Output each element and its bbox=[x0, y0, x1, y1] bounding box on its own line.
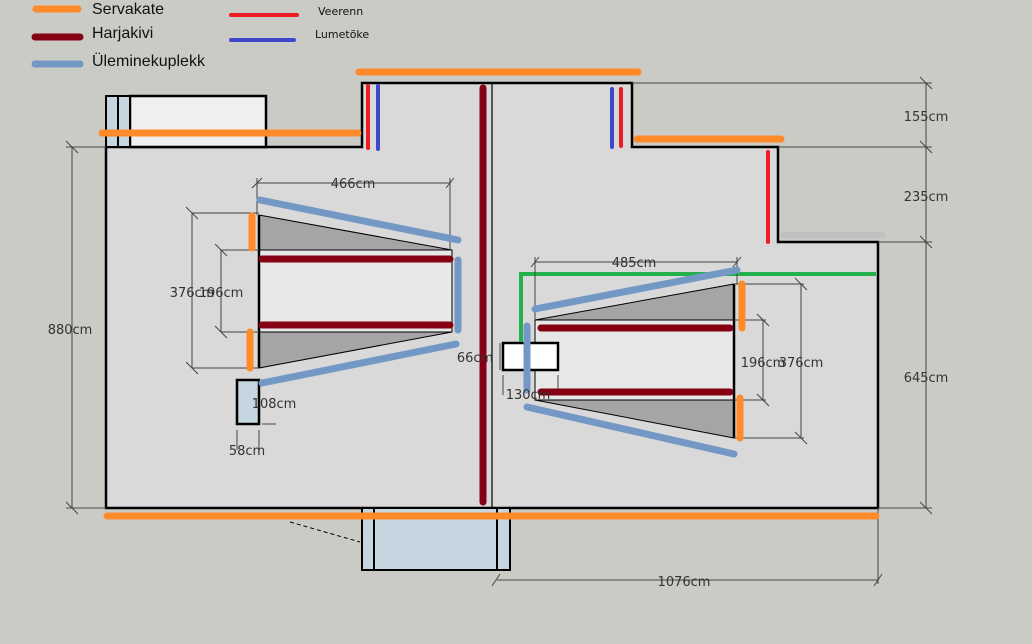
dim-right-bottom: 645cm bbox=[904, 371, 949, 386]
legend-label-servakate: Servakate bbox=[92, 1, 165, 18]
dim-left-dormer-outer: 376cm bbox=[170, 286, 215, 301]
legend-label-uleminekuplekk: Üleminekuplekk bbox=[92, 53, 205, 70]
servakate-lines bbox=[98, 68, 880, 520]
porch-dashed-line bbox=[289, 521, 361, 543]
green-line bbox=[519, 272, 876, 342]
veerenn-lines bbox=[366, 84, 770, 244]
legend-label-veerenn: Veerenn bbox=[318, 5, 364, 18]
dim-right-top: 155cm bbox=[904, 110, 949, 125]
dim-bottom-width: 1076cm bbox=[658, 575, 711, 590]
dim-right-dormer-width: 485cm bbox=[612, 256, 657, 271]
dim-skylight-width: 58cm bbox=[229, 444, 265, 459]
skylight bbox=[235, 378, 261, 426]
legend-swatches bbox=[31, 5, 299, 68]
harjakivi-lines bbox=[258, 84, 734, 506]
annex-window-2 bbox=[117, 95, 131, 148]
dim-left-dormer-width: 466cm bbox=[331, 177, 376, 192]
dim-left-height: 880cm bbox=[48, 323, 93, 338]
right-dormer bbox=[534, 283, 736, 439]
uleminekuplekk-lines bbox=[256, 196, 741, 458]
annex-window-1 bbox=[105, 95, 119, 148]
dim-right-mid: 235cm bbox=[904, 190, 949, 205]
dim-right-dormer-inner: 196cm bbox=[741, 356, 786, 371]
legend-label-harjakivi: Harjakivi bbox=[92, 25, 154, 42]
dim-skylight-height: 108cm bbox=[252, 397, 297, 412]
dimension-ticks bbox=[65, 76, 933, 587]
dim-left-dormer-inner: 196cm bbox=[199, 286, 244, 301]
dim-hatch-width: 130cm bbox=[506, 388, 551, 403]
dim-hatch-height: 66cm bbox=[457, 351, 493, 366]
annex-top-left bbox=[128, 94, 268, 149]
left-dormer bbox=[257, 214, 453, 369]
legend-label-lumetoke: Lumetõke bbox=[315, 28, 370, 41]
dim-right-dormer-outer: 376cm bbox=[779, 356, 824, 371]
lumetoke-lines bbox=[376, 84, 614, 151]
